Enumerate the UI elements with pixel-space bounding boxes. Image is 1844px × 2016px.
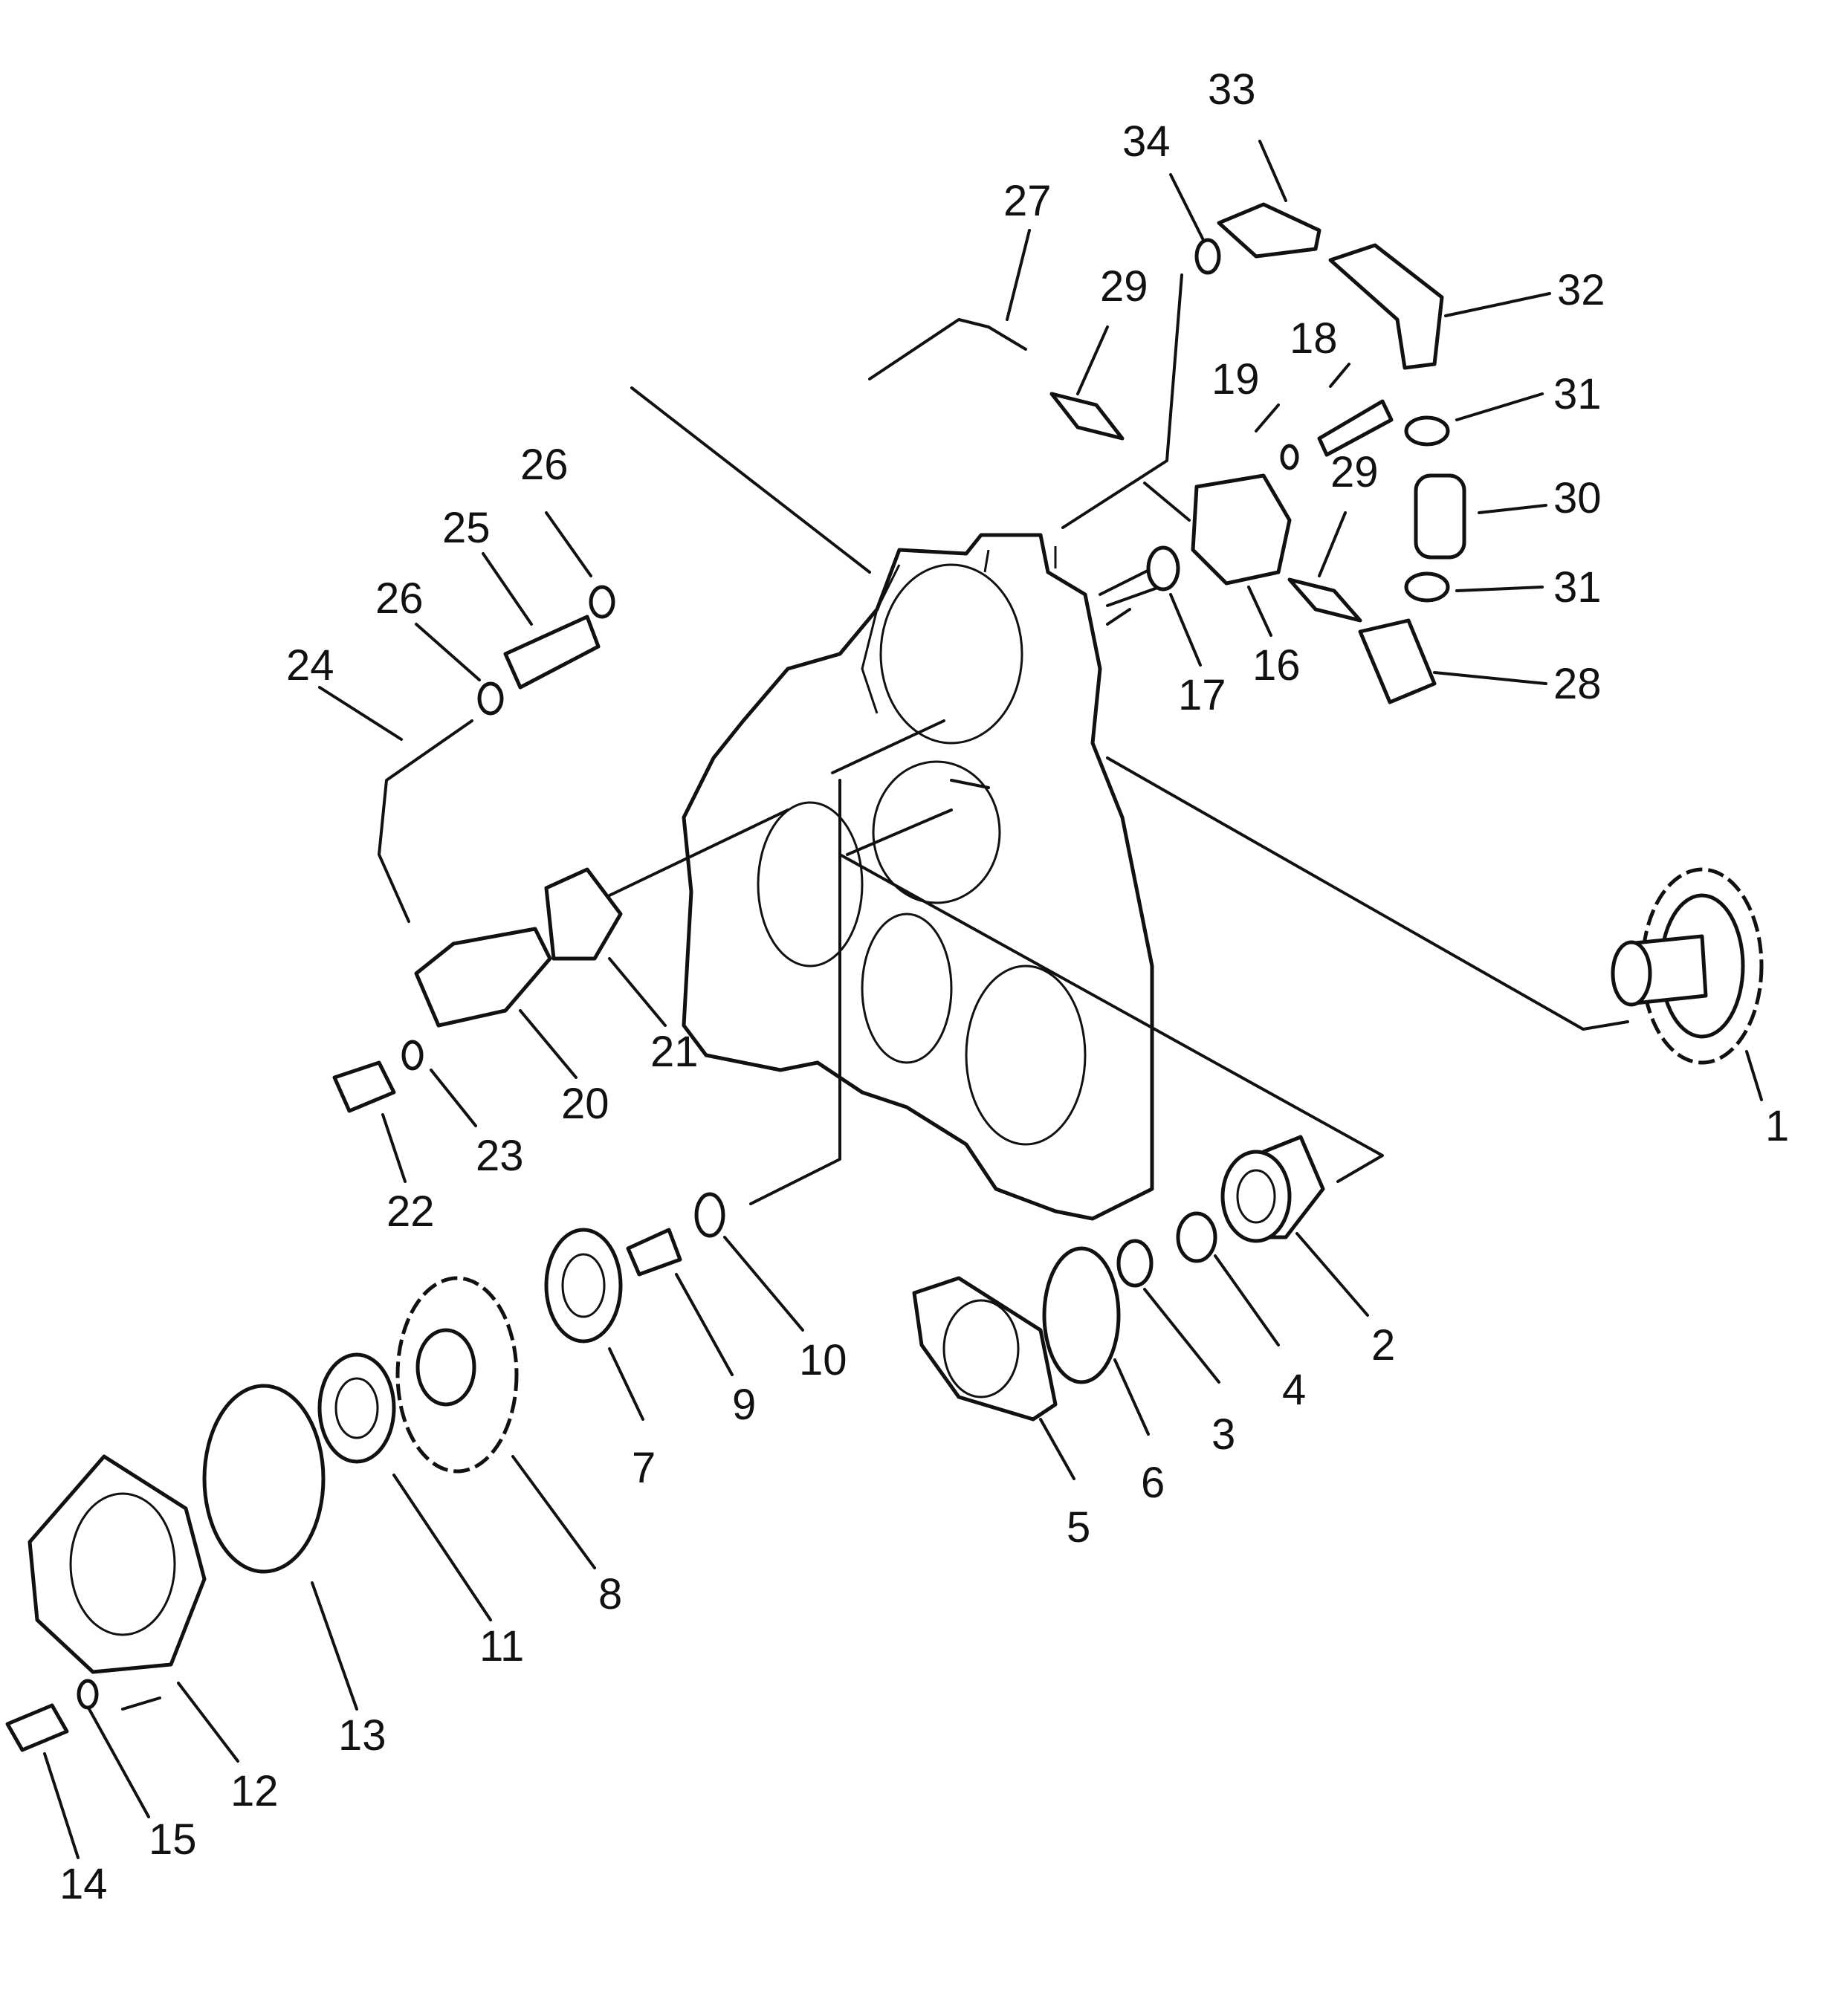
callout-4: 4 [1282,1366,1306,1414]
callout-19: 19 [1211,355,1260,403]
part-33-elbow [1217,202,1321,259]
callout-12: 12 [230,1767,279,1815]
callout-25: 25 [442,504,491,552]
part-29-union-lower [1287,577,1362,623]
callout-16: 16 [1252,641,1301,690]
callout-6: 6 [1141,1459,1165,1507]
part-32-elbow [1328,243,1444,370]
part-8-gear [395,1276,519,1474]
part-22-bolt [332,1060,396,1113]
callout-21: 21 [650,1028,699,1076]
callout-33: 33 [1208,65,1256,114]
callout-24: 24 [286,641,334,690]
part-6-o-ring [1042,1246,1121,1384]
callout-10: 10 [799,1336,847,1384]
part-9-shaft [626,1228,682,1277]
part-13-o-ring [202,1384,326,1574]
part-3-lock-nut [1116,1239,1154,1288]
part-14-bolt [5,1703,69,1752]
callout-1: 1 [1765,1102,1789,1150]
callout-15: 15 [149,1815,197,1864]
callout-23: 23 [476,1132,524,1180]
part-5-bearing-cover [912,1276,1058,1422]
callout-20: 20 [561,1080,609,1128]
callout-34: 34 [1122,117,1171,166]
part-7-bearing [544,1228,623,1344]
callout-3: 3 [1211,1410,1235,1459]
part-24-tube [378,719,473,923]
callout-7: 7 [632,1444,656,1492]
part-15-washer [77,1679,99,1710]
part-18-bolt [1317,399,1394,457]
part-28-elbow [1358,618,1437,704]
part-10-snap-ring [694,1192,725,1238]
part-20-adapter [414,927,552,1028]
callout-18: 18 [1290,314,1338,363]
part-16-pump-body [1191,473,1292,586]
part-34-o-ring [1194,238,1221,275]
callout-5: 5 [1067,1503,1090,1552]
part-12-cover [28,1454,207,1674]
callout-14: 14 [59,1860,108,1908]
callout-labels: 1 2 3 4 5 6 7 8 9 10 11 12 13 14 15 16 1… [59,65,1789,1908]
part-23-washer [401,1040,424,1071]
part-26-clamp-upper [589,585,615,619]
callout-leaders [43,140,1763,1859]
part-27-tube [868,318,1027,380]
part-30-hose [1414,473,1466,560]
part-26-clamp-lower [477,681,504,716]
part-1-idler-gear [1611,867,1764,1065]
part-21-gasket [544,867,623,961]
gear-case-housing [682,533,1154,1221]
callout-26-upper: 26 [520,441,569,489]
part-29-union-upper [1049,392,1125,441]
part-19-washer [1280,444,1299,470]
callout-31-lower: 31 [1553,563,1602,612]
part-17-o-ring [1146,545,1180,591]
callout-9: 9 [732,1381,756,1429]
callout-29-upper: 29 [1100,262,1148,311]
callout-22: 22 [386,1187,435,1236]
callout-28: 28 [1553,660,1602,708]
callout-2: 2 [1371,1321,1395,1370]
leader-lines [121,273,1629,1711]
part-4-lock-washer [1176,1211,1217,1263]
part-2-bearing [1220,1135,1325,1243]
callout-29-lower: 29 [1330,448,1379,496]
callout-17: 17 [1178,671,1226,719]
part-31-clamp-lower [1404,571,1450,603]
callout-11: 11 [479,1622,524,1670]
callout-31-upper: 31 [1553,370,1602,418]
part-25-hose [503,615,601,690]
part-31-clamp-upper [1404,415,1450,447]
callout-30: 30 [1553,474,1602,522]
callout-13: 13 [338,1711,386,1760]
callout-32: 32 [1557,266,1605,314]
part-11-bearing [317,1352,396,1464]
callout-27: 27 [1003,177,1052,225]
callout-8: 8 [598,1570,622,1618]
callout-26-lower: 26 [375,574,424,623]
